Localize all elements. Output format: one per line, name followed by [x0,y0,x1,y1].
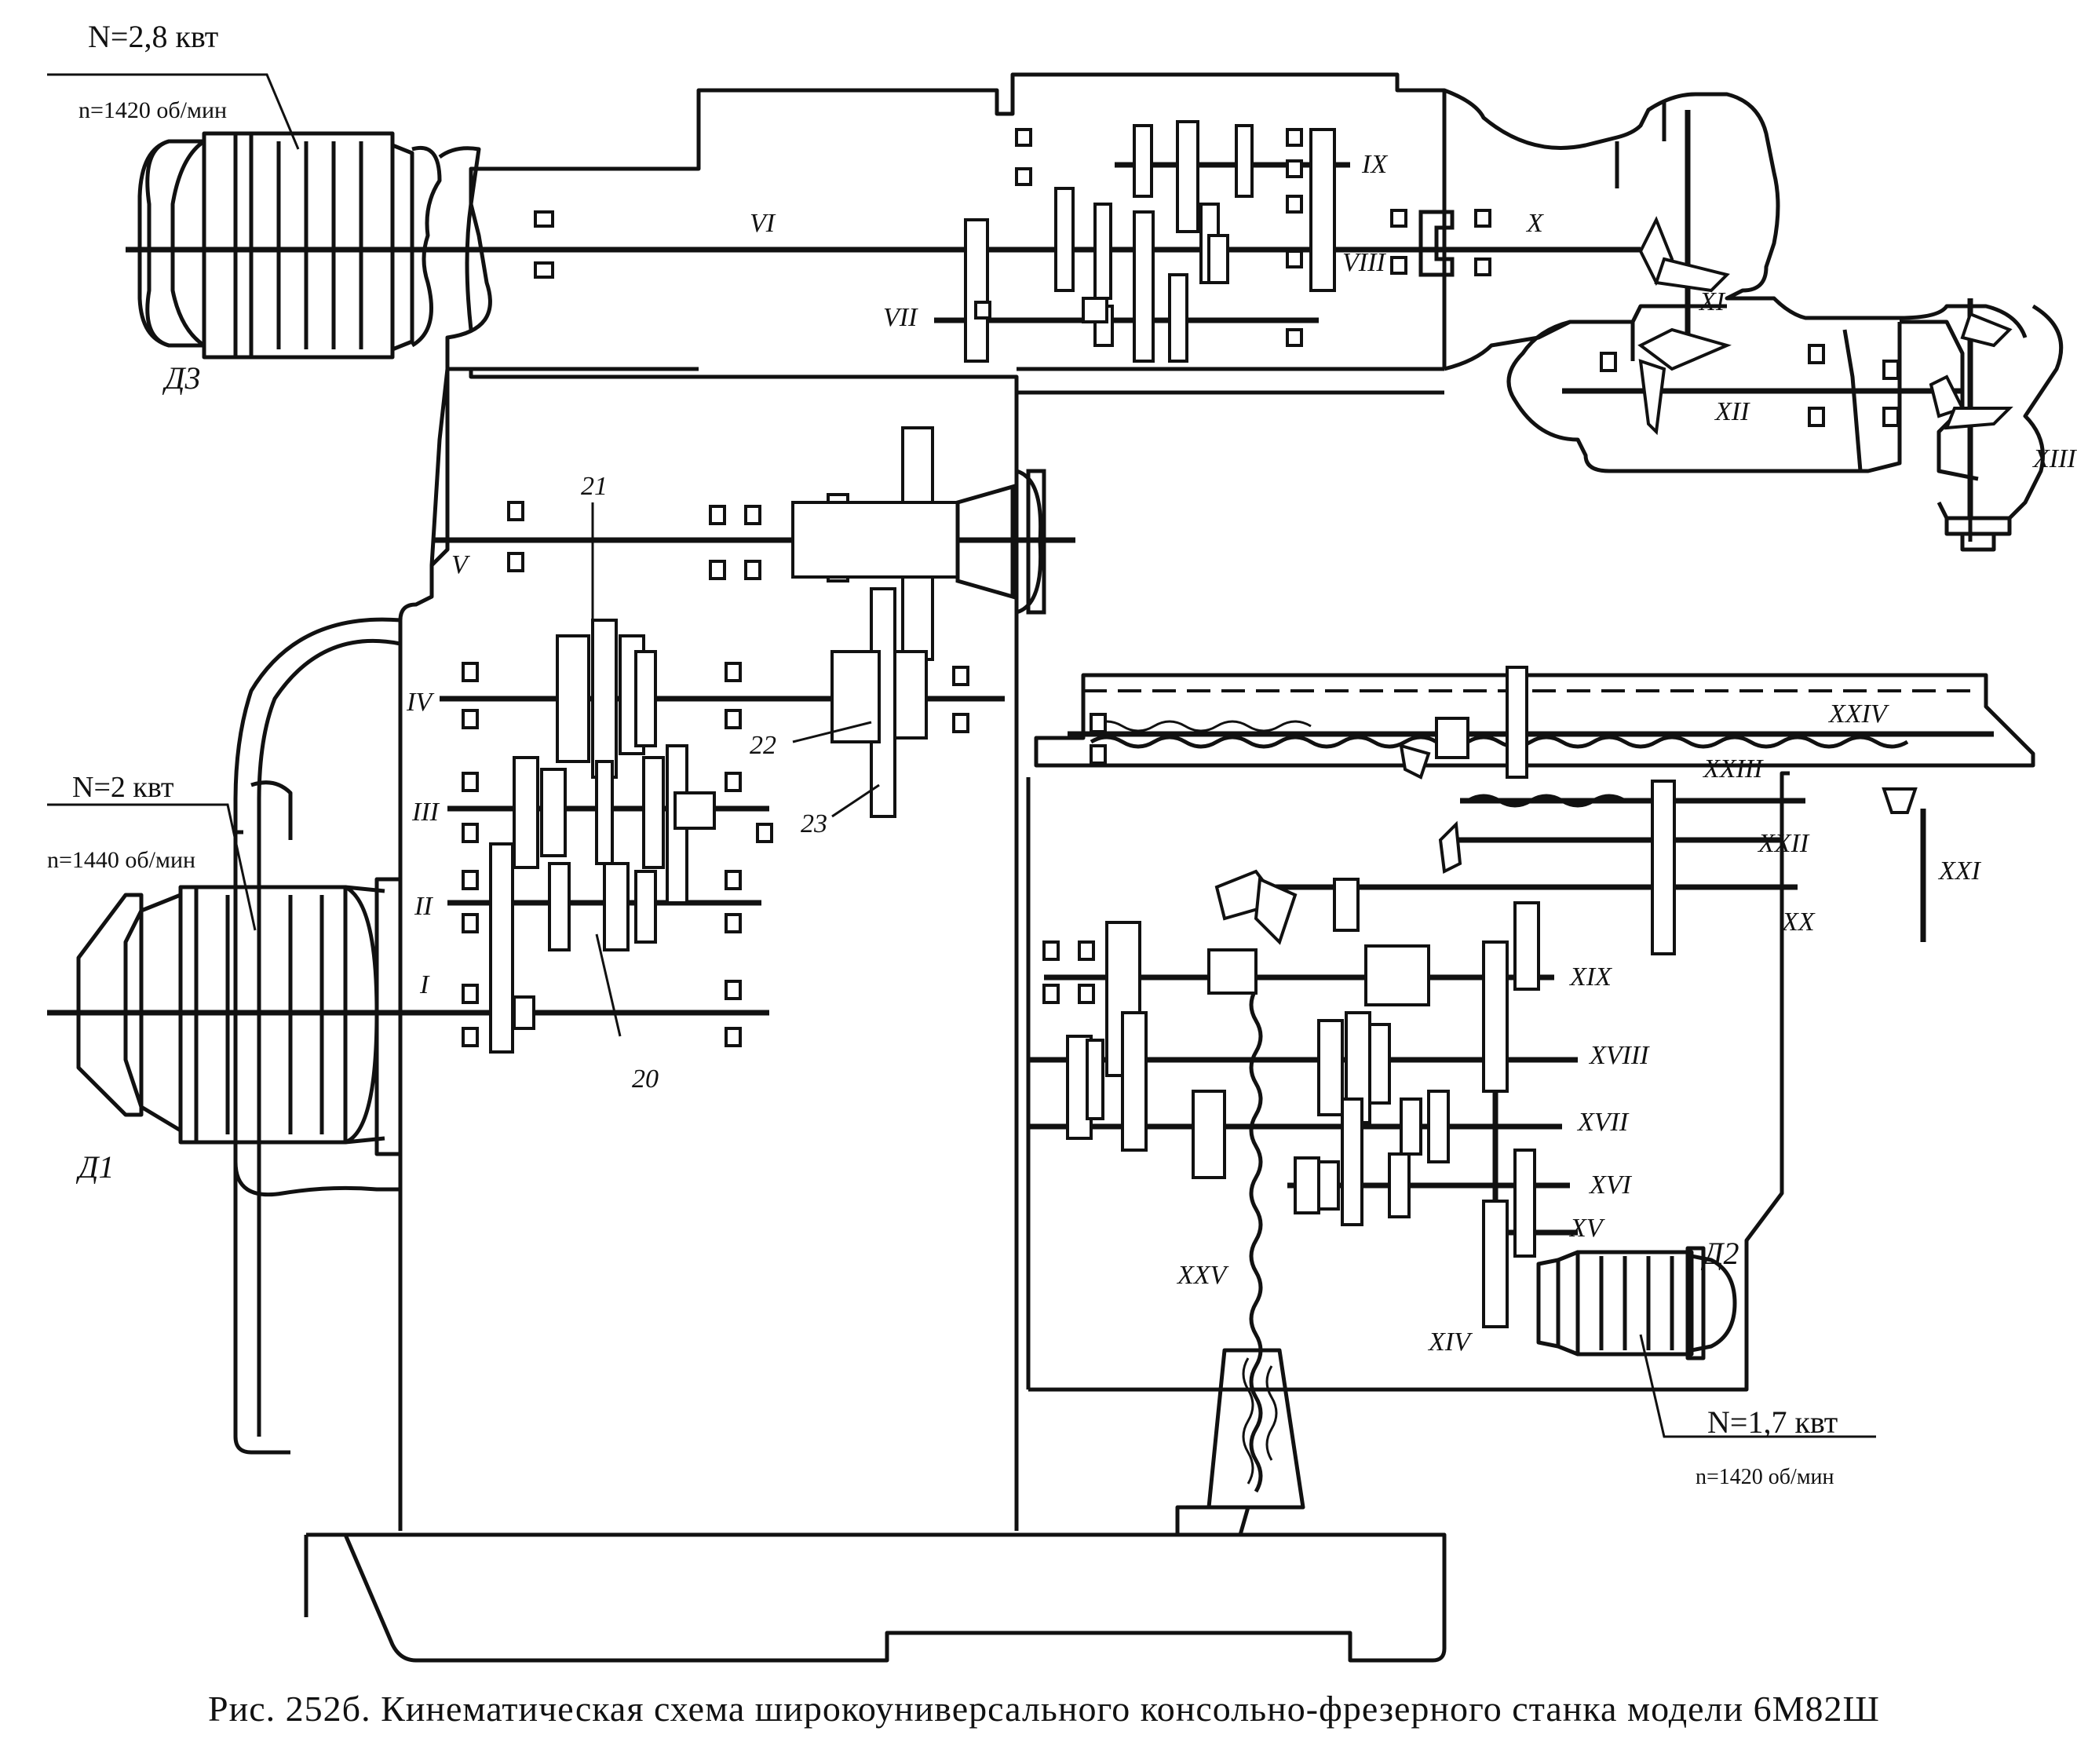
shaft-label-xix: XIX [1568,962,1612,992]
shaft-label-i: I [419,970,430,999]
part-number-21: 21 [581,472,608,501]
shaft-label-xii: XII [1714,397,1750,426]
leadscrew-xxiii [1466,794,1626,808]
shaft-label-ii: II [414,892,433,921]
shaft-label-vii: VII [883,303,918,332]
shaft-label-xxv: XXV [1176,1261,1230,1290]
shaft-label-xvi: XVI [1588,1171,1633,1200]
work-table [1034,673,2035,768]
shaft-label-viii: VIII [1342,248,1386,277]
shaft-label-xxiii: XXIII [1702,754,1764,783]
shaft-label-ix: IX [1361,150,1388,179]
motor-d2-speed: n=1420 об/мин [1696,1465,1834,1489]
shaft-label-xxi: XXI [1937,856,1982,886]
shaft-label-xvii: XVII [1576,1108,1630,1137]
shaft-label-vi: VI [750,209,776,238]
shaft-label-iii: III [411,798,440,827]
shaft-label-xxii: XXII [1757,829,1810,858]
shaft-label-xx: XX [1780,908,1816,937]
shaft-label-v: V [451,550,471,579]
leadscrew-xxiv [1090,735,1909,749]
overarm-housing [445,72,2028,371]
shaft-label-xv: XV [1568,1214,1606,1243]
motor-d2-power: N=1,7 квт [1707,1404,1838,1440]
machine-base [343,1532,1447,1663]
shaft-label-xiv: XIV [1427,1328,1473,1357]
shaft-label-xviii: XVIII [1588,1041,1650,1070]
motor-d2 [1536,1246,1737,1360]
motor-d1-name: Д1 [75,1149,114,1185]
shaft-label-x: X [1525,209,1544,238]
part-number-20: 20 [632,1065,659,1094]
figure-caption: Рис. 252б. Кинематическая схема широкоун… [208,1689,1880,1729]
part-number-23: 23 [801,809,827,838]
knee-console [1028,771,1790,1392]
shaft-label-xxiv: XXIV [1827,699,1890,729]
motor-d3-power: N=2,8 квт [88,19,218,54]
motor-d3-speed: n=1420 об/мин [78,97,227,123]
motor-d1 [76,877,403,1156]
bearings [462,128,1900,1047]
motor-d3 [137,131,481,360]
shaft-label-iv: IV [406,688,435,717]
motor-d2-name: Д2 [1700,1236,1739,1271]
leadscrew-xxv [1249,988,1263,1493]
motor-d3-name: Д3 [162,360,200,396]
shaft-label-xi: XI [1698,287,1726,316]
motor-d1-speed: n=1440 об/мин [47,847,195,873]
part-number-22: 22 [750,731,776,760]
motor-d1-power: N=2 квт [72,771,174,804]
shaft-label-xiii: XIII [2031,444,2077,473]
